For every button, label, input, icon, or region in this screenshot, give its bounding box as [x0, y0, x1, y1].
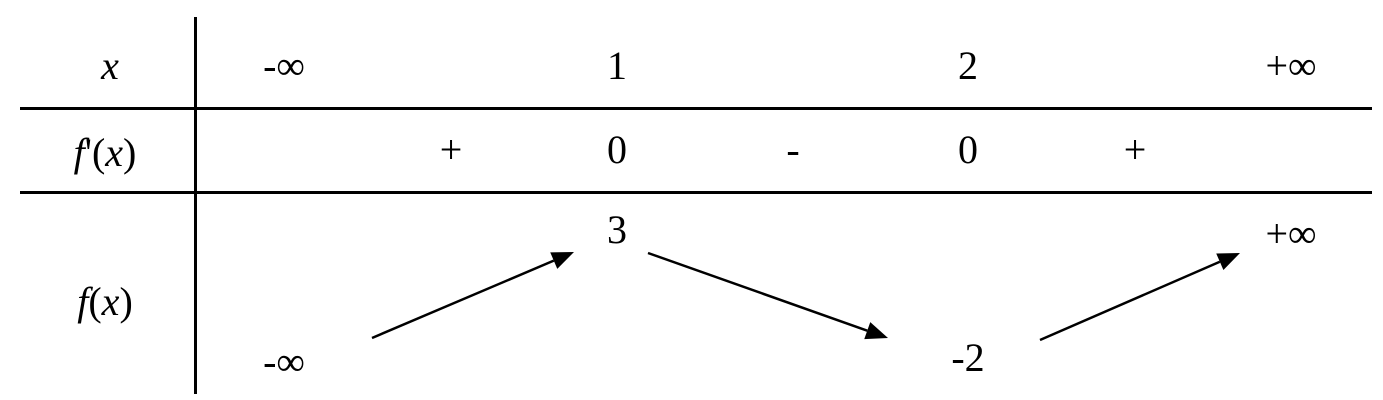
sign-zero-2: 0: [958, 127, 978, 172]
arrow-increasing-3: [1039, 260, 1221, 342]
fprime-open: (: [91, 130, 106, 175]
f-var: x: [101, 279, 120, 324]
f-f: f: [77, 279, 89, 324]
x-value-pos-inf: +∞: [1265, 43, 1317, 88]
sign-minus: -: [786, 127, 800, 172]
x-value-1: 1: [607, 43, 627, 88]
f-value-end: +∞: [1265, 211, 1317, 256]
row-header-x: x: [101, 43, 119, 88]
sign-plus-1: +: [439, 127, 463, 172]
arrow-decreasing-2: [647, 251, 868, 332]
fprime-var: x: [105, 130, 124, 175]
arrowhead-icon: [550, 252, 574, 269]
f-close: ): [119, 279, 133, 324]
row-divider-1: [20, 107, 1372, 110]
f-value-start: -∞: [263, 339, 305, 384]
row-header-fprime: f'(x): [74, 133, 137, 173]
sign-zero-1: 0: [607, 127, 627, 172]
x-value-neg-inf: -∞: [263, 43, 305, 88]
f-open: (: [88, 279, 102, 324]
fprime-f: f: [73, 130, 85, 175]
fprime-close: ): [123, 130, 137, 175]
row-header-f: f(x): [77, 282, 133, 322]
f-value-max: 3: [607, 207, 627, 252]
x-value-2: 2: [958, 43, 978, 88]
fprime-prime: ': [84, 130, 92, 175]
arrowhead-icon: [864, 322, 888, 340]
sign-plus-2: +: [1123, 127, 1147, 172]
f-value-min: -2: [951, 335, 985, 380]
arrow-increasing-1: [371, 259, 555, 340]
column-divider: [194, 17, 197, 394]
arrowhead-icon: [1216, 253, 1240, 271]
row-divider-2: [20, 191, 1372, 194]
